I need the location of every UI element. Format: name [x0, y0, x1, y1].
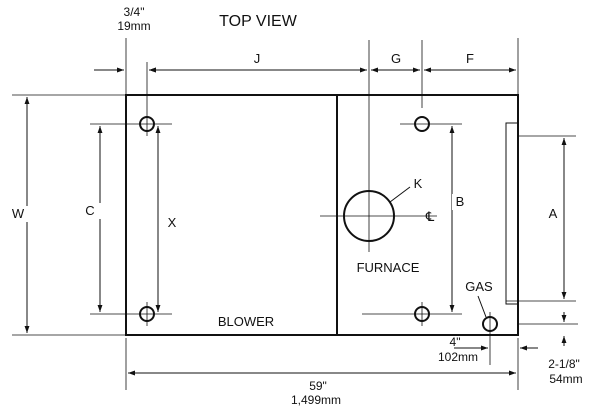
dim-four-in: 4": [450, 335, 461, 349]
label-a: A: [549, 206, 558, 221]
k-leader: [389, 186, 411, 203]
gas-leader: [477, 295, 487, 318]
furnace-hole-top: [414, 116, 430, 132]
right-flange: [505, 122, 519, 305]
label-b: B: [456, 194, 465, 209]
label-blower: BLOWER: [218, 314, 274, 329]
label-c: C: [85, 203, 94, 218]
dim-fifty-nine-in: 59": [309, 379, 327, 393]
label-k: K: [414, 176, 423, 191]
label-gas: GAS: [465, 279, 493, 294]
dim-fifty-nine-mm: 1,499mm: [291, 393, 341, 407]
unit-outline: [125, 94, 519, 336]
label-furnace: FURNACE: [357, 260, 420, 275]
dim-four-mm: 102mm: [438, 350, 478, 364]
dim-two-eighth-mm: 54mm: [549, 372, 582, 386]
label-f: F: [466, 51, 474, 66]
diagram-title: TOP VIEW: [219, 13, 298, 30]
label-j: J: [254, 51, 261, 66]
label-g: G: [391, 51, 401, 66]
label-centerline: ℄: [425, 209, 435, 224]
dim-three-quarter-in: 3/4": [124, 5, 145, 19]
label-w: W: [12, 206, 25, 221]
label-x: X: [168, 215, 177, 230]
dim-two-eighth-in: 2-1/8": [548, 357, 580, 371]
dim-three-quarter-mm: 19mm: [117, 19, 150, 33]
